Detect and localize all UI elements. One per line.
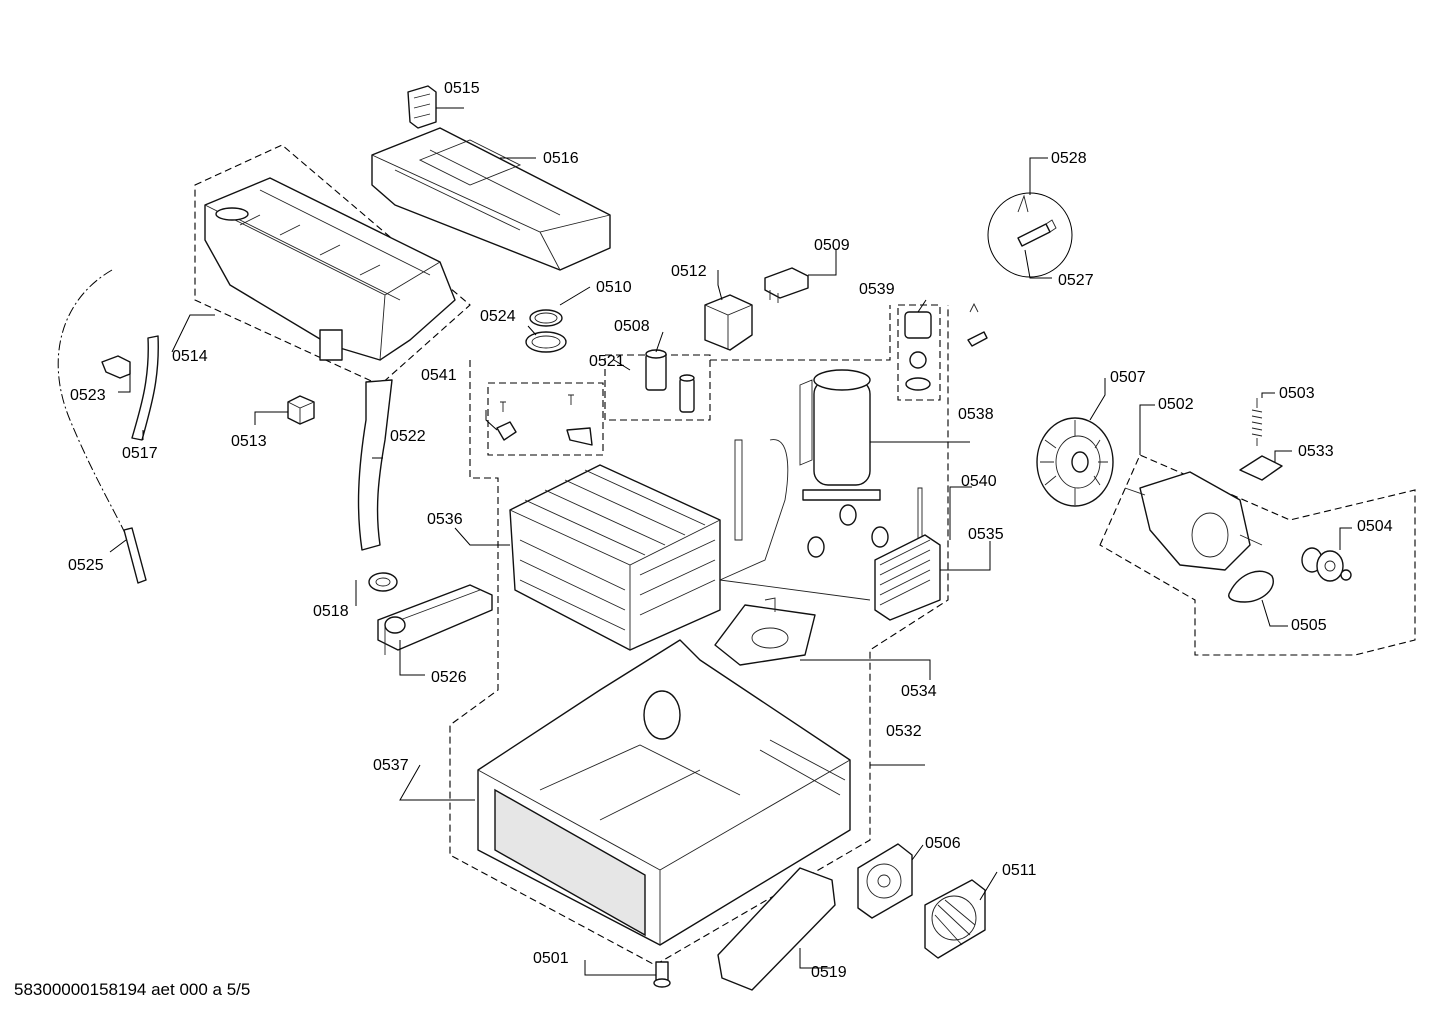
part-0506-drawing bbox=[857, 843, 913, 919]
label-0541: 0541 bbox=[421, 367, 457, 384]
part-0501-drawing bbox=[653, 961, 671, 988]
label-0509: 0509 bbox=[814, 237, 850, 254]
label-0521: 0521 bbox=[589, 353, 625, 370]
label-0528: 0528 bbox=[1051, 150, 1087, 167]
label-0538: 0538 bbox=[958, 406, 994, 423]
label-0524: 0524 bbox=[480, 308, 516, 325]
label-0517: 0517 bbox=[122, 445, 158, 462]
label-0523: 0523 bbox=[70, 387, 106, 404]
label-0522: 0522 bbox=[390, 428, 426, 445]
part-0505-drawing bbox=[1228, 570, 1274, 603]
part-0521-drawing bbox=[645, 349, 667, 391]
label-0537: 0537 bbox=[373, 757, 409, 774]
part-0525-drawing bbox=[123, 527, 147, 584]
label-0539: 0539 bbox=[859, 281, 895, 298]
label-0525: 0525 bbox=[68, 557, 104, 574]
label-0510: 0510 bbox=[596, 279, 632, 296]
label-0534: 0534 bbox=[901, 683, 937, 700]
part-0535-drawing bbox=[874, 534, 941, 621]
label-0514: 0514 bbox=[172, 348, 208, 365]
label-0501: 0501 bbox=[533, 950, 569, 967]
part-0504-drawing bbox=[1301, 547, 1352, 582]
label-0540: 0540 bbox=[961, 473, 997, 490]
compressor-dampers bbox=[807, 504, 889, 558]
part-0508-drawing bbox=[679, 374, 695, 413]
part-0539-drawing bbox=[904, 311, 932, 391]
part-0541-drawing bbox=[496, 394, 593, 446]
label-0504: 0504 bbox=[1357, 518, 1393, 535]
part-0519-drawing bbox=[717, 867, 836, 991]
label-0513: 0513 bbox=[231, 433, 267, 450]
label-0512: 0512 bbox=[671, 263, 707, 280]
part-0507-drawing bbox=[1036, 417, 1114, 507]
label-0506: 0506 bbox=[925, 835, 961, 852]
part-0536-drawing bbox=[509, 464, 721, 651]
label-0535: 0535 bbox=[968, 526, 1004, 543]
label-0536: 0536 bbox=[427, 511, 463, 528]
label-0511: 0511 bbox=[1002, 862, 1037, 879]
document-id: 58300000158194 aet 000 a 5/5 bbox=[14, 980, 251, 999]
part-0510-drawing bbox=[529, 309, 563, 327]
label-0502: 0502 bbox=[1158, 396, 1194, 413]
label-0533: 0533 bbox=[1298, 443, 1334, 460]
label-0532: 0532 bbox=[886, 723, 922, 740]
part-0537-drawing bbox=[477, 639, 851, 946]
label-0516: 0516 bbox=[543, 150, 579, 167]
part-0503-drawing bbox=[1251, 398, 1263, 446]
part-0514-drawing bbox=[204, 177, 456, 361]
part-0527-drawing bbox=[1017, 219, 1057, 247]
part-0524-drawing bbox=[525, 331, 567, 353]
part-0511-drawing bbox=[924, 879, 986, 959]
label-0518: 0518 bbox=[313, 603, 349, 620]
group-outlines bbox=[57, 144, 1416, 966]
part-0516-drawing bbox=[371, 127, 611, 271]
label-0507: 0507 bbox=[1110, 369, 1146, 386]
label-0508: 0508 bbox=[614, 318, 650, 335]
part-0513-drawing bbox=[287, 395, 315, 425]
part-0528-drawing bbox=[1017, 194, 1029, 213]
label-0503: 0503 bbox=[1279, 385, 1315, 402]
part-0518-drawing bbox=[368, 572, 398, 592]
part-0533-drawing bbox=[1239, 455, 1283, 481]
part-0502-drawing bbox=[1124, 471, 1263, 571]
part-labels: 0515 0516 0510 0524 0514 0523 0517 0513 … bbox=[68, 80, 1393, 981]
part-0526-drawing bbox=[377, 584, 493, 655]
part-0534-drawing bbox=[714, 597, 816, 666]
part-0512-drawing bbox=[704, 294, 753, 351]
part-0515-drawing bbox=[407, 85, 437, 129]
label-0526: 0526 bbox=[431, 669, 467, 686]
leader-lines bbox=[109, 107, 1352, 976]
label-0505: 0505 bbox=[1291, 617, 1327, 634]
part-0522-drawing bbox=[357, 379, 393, 551]
part-0523-drawing bbox=[101, 355, 131, 379]
label-0527: 0527 bbox=[1058, 272, 1094, 289]
part-0509-drawing bbox=[764, 267, 809, 303]
label-0519: 0519 bbox=[811, 964, 847, 981]
part-0538-drawing bbox=[799, 369, 881, 501]
part-0517-drawing bbox=[131, 335, 159, 441]
label-0515: 0515 bbox=[444, 80, 480, 97]
part-0540-drawing bbox=[917, 487, 923, 541]
